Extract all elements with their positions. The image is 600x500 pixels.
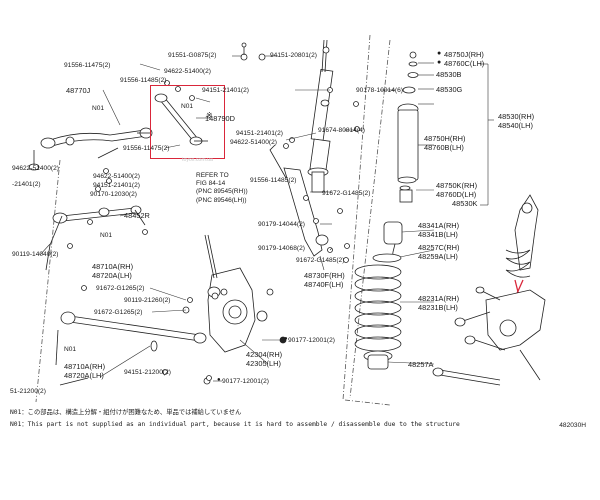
part-label-n01: N01 — [92, 105, 105, 112]
assembled-corner-view — [432, 194, 546, 386]
reference-line-1: REFER TO — [196, 172, 229, 179]
part-label: 48760C(LH) — [444, 59, 485, 68]
part-label: 94622-51400(2) — [164, 68, 211, 75]
highlight-box — [150, 85, 225, 159]
part-label: 94151-21200(2) — [124, 369, 171, 376]
part-label: 91556-11485(2) — [250, 177, 297, 184]
part-label: 90119-14040(2) — [12, 251, 59, 258]
part-label: 48740F(LH) — [304, 280, 344, 289]
part-label: 48540(LH) — [498, 121, 533, 130]
part-label: 94151-21401(2) — [202, 87, 249, 94]
coil-spring — [354, 264, 402, 370]
part-label: 48231A(RH) — [418, 294, 460, 303]
part-label: 91556-11475(2) — [123, 145, 170, 152]
part-label: 48231B(LH) — [418, 303, 458, 312]
part-label: 48750H(RH) — [424, 134, 466, 143]
part-label: -21401(2) — [12, 181, 41, 188]
part-label: 91674-80814(4) — [318, 127, 365, 134]
part-label: 94622-51400(2) — [230, 139, 277, 146]
part-label: 48710A(RH) — [92, 262, 134, 271]
bullet-marker: ● — [217, 377, 221, 383]
part-label: 48770J — [66, 86, 91, 95]
part-label: 42305(LH) — [246, 359, 281, 368]
part-label: 91672-G1485(2) — [322, 190, 371, 197]
part-label: 48530G — [436, 85, 463, 94]
part-label: 91556-11485(2) — [120, 77, 167, 84]
part-label: 48341B(LH) — [418, 230, 458, 239]
part-label: 48720A(LH) — [92, 271, 132, 280]
part-label-n01: N01 — [64, 346, 77, 353]
part-label: 90177-12001(2) — [288, 337, 335, 344]
part-label: 48750J(RH) — [444, 50, 484, 59]
part-label: 48530K — [452, 199, 478, 208]
part-label: 94151-21401(2) — [93, 182, 140, 189]
reference-line-2: FIG 84-14 — [196, 180, 226, 188]
part-label-n01: N01 — [181, 103, 194, 110]
part-label: 48341A(RH) — [418, 221, 460, 230]
part-label: 42304(RH) — [246, 350, 283, 359]
shock-absorber-center — [307, 39, 334, 193]
part-label: 48257A — [408, 360, 434, 369]
bullet-marker: ● — [437, 50, 442, 57]
toe-link-part — [154, 80, 208, 146]
reference-note: REFER TO FIG 84-14 (PNC 89545(RH)) (PNC … — [196, 172, 248, 205]
part-label: 94622-51400(2) — [12, 165, 59, 172]
part-label: 90179-14044(2) — [258, 221, 305, 228]
part-label: 94151-21401(2) — [236, 130, 283, 137]
watermark: toyox.com.ua — [182, 157, 213, 163]
part-label: 90179-14068(2) — [258, 245, 305, 252]
part-label: 91551-G0875(2) — [168, 52, 217, 59]
part-label: 51-21200(2) — [10, 388, 46, 395]
asterisk-mark: ※ — [206, 111, 213, 120]
part-label: 48259A(LH) — [418, 252, 458, 261]
part-label: 90178-10014(6) — [356, 87, 403, 94]
part-label: 91672-G1265(2) — [96, 285, 145, 292]
part-label: 148790D — [205, 114, 235, 123]
part-label: 48750K(RH) — [436, 181, 478, 190]
strut-assembly-right — [372, 51, 419, 263]
bullet-marker: ● — [284, 336, 288, 342]
part-label: 91672-G1485(2) — [296, 257, 345, 264]
part-label: 90119-21260(2) — [124, 297, 171, 304]
part-label: 48720A(LH) — [64, 371, 104, 380]
link-48770j — [28, 127, 153, 192]
figure-number: 482030H — [559, 422, 586, 429]
bullet-marker: ● — [437, 59, 442, 66]
part-label: 91556-11475(2) — [64, 62, 111, 69]
knuckle-42304 — [182, 234, 287, 385]
note-english: N01：This part is not supplied as an indi… — [10, 421, 460, 428]
part-label: 48452R — [124, 211, 150, 220]
part-label: 48530(RH) — [498, 112, 535, 121]
link-48452r — [45, 205, 148, 271]
part-label: 48760D(LH) — [436, 190, 477, 199]
part-label: 90177-12001(2) — [222, 378, 269, 385]
part-label-n01: N01 — [100, 232, 113, 239]
part-label: 48530B — [436, 70, 462, 79]
part-label: 94622-51400(2) — [93, 173, 140, 180]
reference-line-3: (PNC 89545(RH)) — [196, 188, 248, 196]
part-label: 48760B(LH) — [424, 143, 464, 152]
lower-arm-48730f — [269, 137, 343, 257]
part-label: 48710A(RH) — [64, 362, 106, 371]
leader-lines — [39, 55, 494, 382]
part-label: 90170-12030(2) — [90, 191, 137, 198]
part-label: 91672-G1265(2) — [94, 309, 143, 316]
part-label: 48257C(RH) — [418, 243, 460, 252]
link-48710a-lower — [55, 285, 207, 386]
reference-line-4: (PNC 89546(LH)) — [196, 196, 247, 204]
part-label: 94151-20801(2) — [270, 52, 317, 59]
note-japanese: N01：この部品は、構造上分解・組付けが困難なため、単品では補給していません — [10, 409, 242, 416]
part-label: 48730F(RH) — [304, 271, 345, 280]
divider-lines — [35, 34, 391, 406]
